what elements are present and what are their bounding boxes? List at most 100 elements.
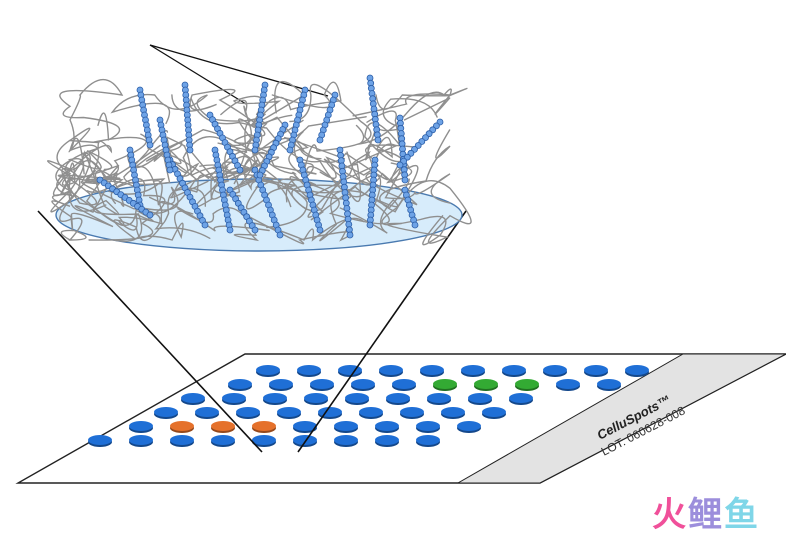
peptide-chain (256, 121, 289, 179)
watermark-char-3: 鱼 (724, 495, 760, 535)
peptide-chain (136, 86, 154, 149)
spot (597, 379, 621, 391)
spot (441, 407, 465, 419)
cellulose-fiber (51, 172, 118, 232)
cellulose-fiber (166, 136, 257, 199)
spot (293, 421, 317, 433)
peptide-chains (96, 74, 444, 239)
peptide-chain (96, 176, 154, 219)
spot (625, 365, 649, 377)
spot (400, 407, 424, 419)
cellulose-fiber (252, 81, 342, 160)
spot (211, 421, 235, 433)
cellulose-fiber (126, 130, 183, 169)
spot (269, 379, 293, 391)
spot (482, 407, 506, 419)
cellulose-fiber (47, 144, 161, 204)
spot (195, 407, 219, 419)
spot (468, 393, 492, 405)
spot (297, 365, 321, 377)
spot (334, 435, 358, 447)
spot (345, 393, 369, 405)
spot (338, 365, 362, 377)
cellulose-fiber (379, 129, 472, 244)
spot (310, 379, 334, 391)
spot (375, 435, 399, 447)
spot (416, 421, 440, 433)
cellulose-fiber (69, 190, 194, 242)
cellulose-fiber (56, 139, 113, 212)
spot (252, 421, 276, 433)
peptide-chain (296, 156, 324, 234)
peptide-chain (251, 81, 269, 154)
peptide-chain (156, 116, 174, 174)
peptide-chain (396, 114, 409, 184)
spot (170, 435, 194, 447)
cellulose-fiber (177, 207, 365, 242)
callout-line-bottom (149, 44, 247, 105)
peptide-chain (336, 146, 354, 239)
spot (433, 379, 457, 391)
watermark-char-2: 鲤 (688, 495, 724, 535)
spot (375, 421, 399, 433)
cellulose-fiber (93, 169, 143, 242)
cellulose-fiber (159, 174, 270, 232)
slide-label-area (456, 353, 786, 484)
watermark-char-1: 火 (652, 495, 688, 535)
cellulose-fiber (352, 87, 468, 117)
zoom-line-left (37, 210, 263, 453)
spot (170, 421, 194, 433)
spot (584, 365, 608, 377)
peptide-chain (126, 146, 144, 209)
peptide-chain (211, 146, 234, 234)
cellulose-fiber (110, 81, 306, 127)
spot (416, 435, 440, 447)
spot (543, 365, 567, 377)
peptide-chain (166, 156, 209, 229)
peptide-chain (206, 111, 244, 174)
cellulose-fiber (59, 133, 148, 241)
spot (334, 421, 358, 433)
spot (461, 365, 485, 377)
spot (263, 393, 287, 405)
spot (427, 393, 451, 405)
spot (379, 365, 403, 377)
peptide-chain (226, 186, 259, 234)
spot (129, 435, 153, 447)
spot (236, 407, 260, 419)
spot (502, 365, 526, 377)
cellulose-fiber (153, 116, 367, 180)
spot (88, 435, 112, 447)
spot (304, 393, 328, 405)
spot (386, 393, 410, 405)
spot (228, 379, 252, 391)
spot (181, 393, 205, 405)
spot (252, 435, 276, 447)
spot (457, 421, 481, 433)
cellulose-fiber (364, 110, 416, 163)
spot (359, 407, 383, 419)
spot (256, 365, 280, 377)
spot (392, 379, 416, 391)
cellulose-fiber (381, 157, 447, 246)
spot (351, 379, 375, 391)
watermark: 火鲤鱼 (652, 498, 760, 532)
spot (129, 421, 153, 433)
cellulose-fiber (50, 150, 96, 213)
spot (420, 365, 444, 377)
spot (277, 407, 301, 419)
peptide-chain (316, 91, 339, 144)
peptide-chain (366, 156, 379, 229)
peptide-chain (286, 86, 309, 154)
cellulose-fiber (59, 78, 124, 175)
peptide-chain (181, 81, 194, 154)
spot (154, 407, 178, 419)
spot (222, 393, 246, 405)
cellulose-fiber (233, 83, 372, 185)
peptide-chain (366, 74, 382, 144)
peptide-chain (401, 186, 419, 229)
cellulose-fiber (266, 178, 342, 229)
cellulose-fiber (211, 159, 292, 208)
